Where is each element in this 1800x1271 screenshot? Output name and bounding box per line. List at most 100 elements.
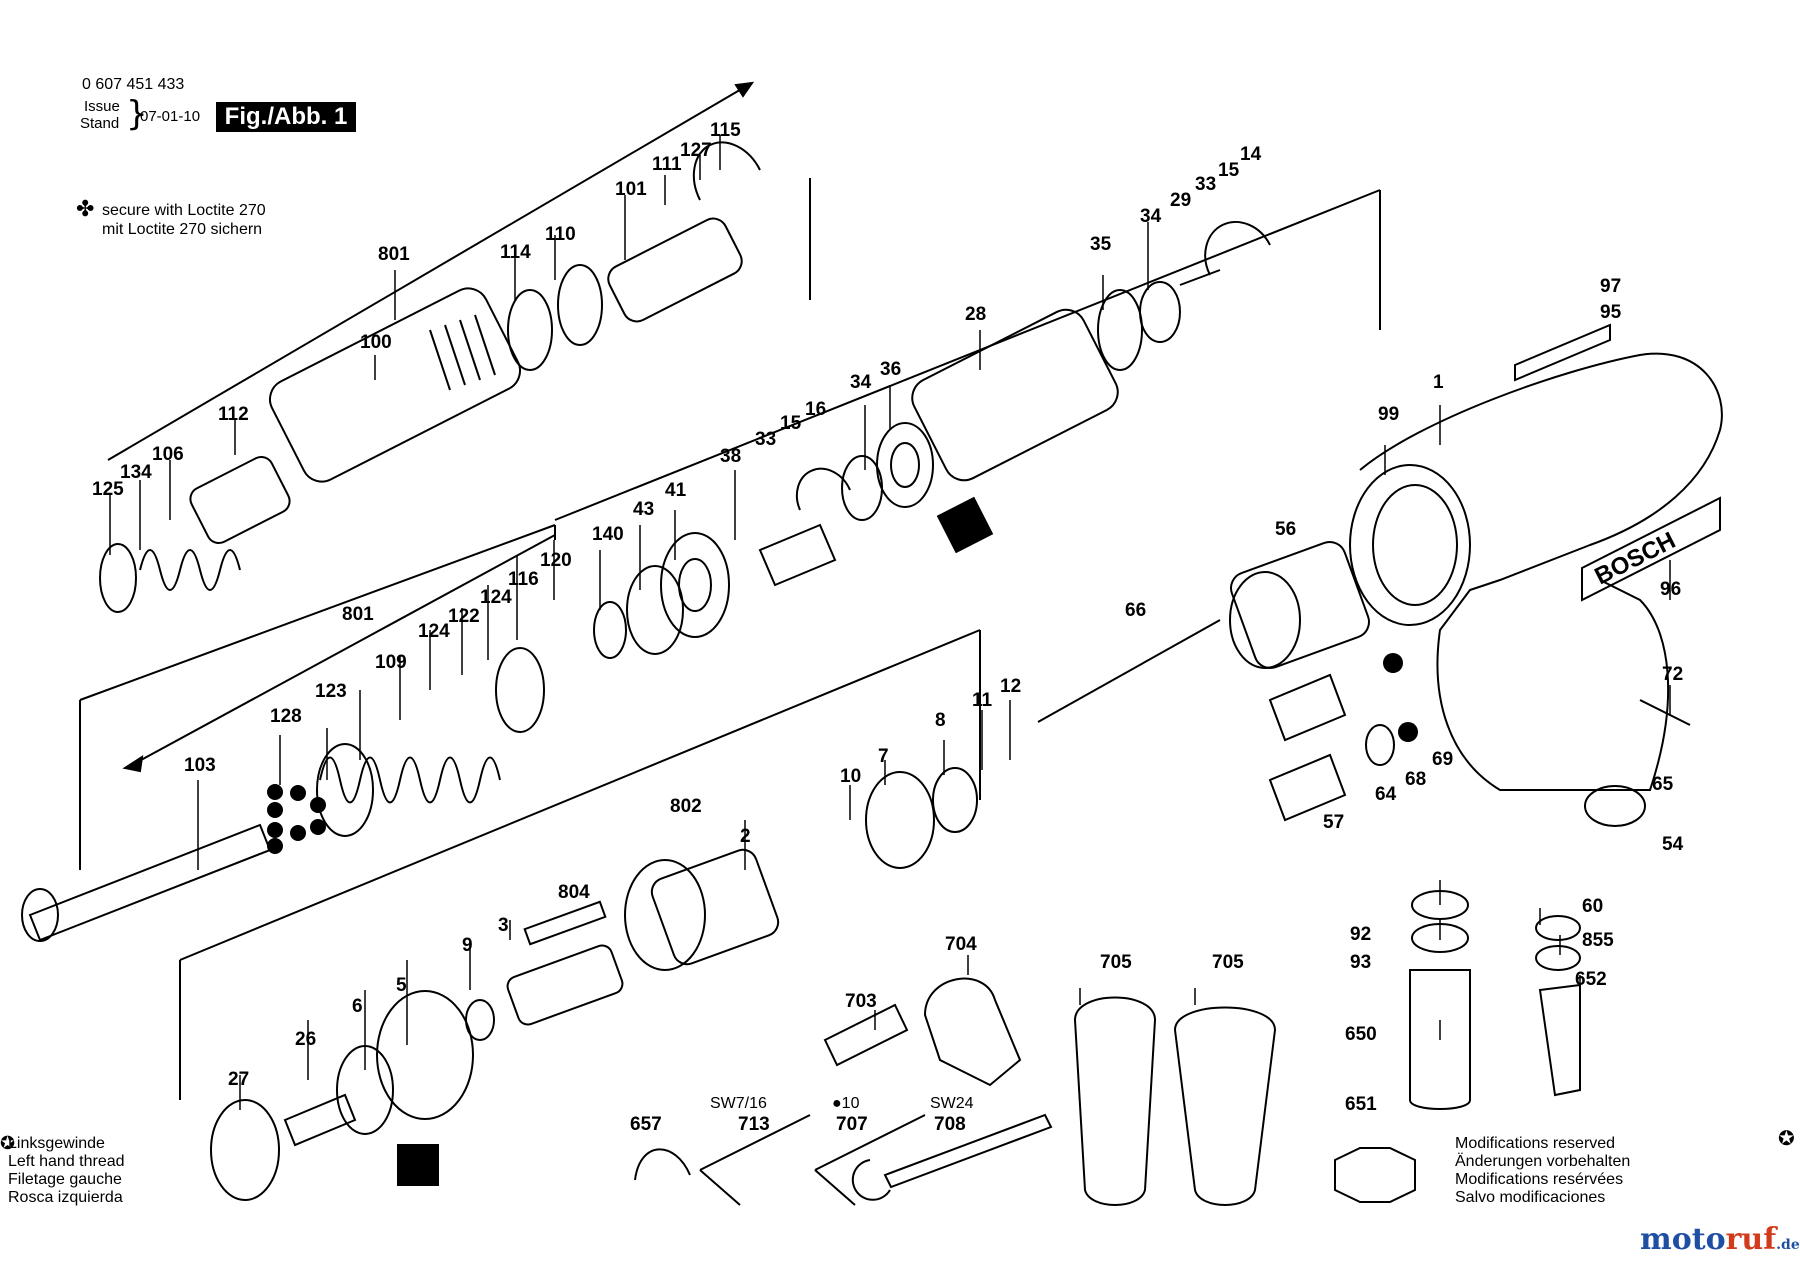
part-washer-34b — [1139, 281, 1181, 343]
part-ring-123 — [316, 743, 374, 837]
part-label-16: 16 — [805, 399, 826, 420]
part-label-29: 29 — [1170, 190, 1191, 211]
part-housing-cylinder — [269, 287, 521, 483]
modifications-line-1: Modifications reserved — [1455, 1135, 1616, 1152]
tool-annotation-sw24: SW24 — [930, 1095, 974, 1112]
part-label-855: 855 — [1582, 930, 1614, 951]
part-label-708: 708 — [934, 1114, 966, 1135]
part-label-111: 111 — [652, 154, 682, 175]
part-handle-705b — [1173, 1006, 1277, 1206]
part-label-707: 707 — [836, 1114, 868, 1135]
part-bearing-8 — [932, 767, 978, 833]
upper-axis-line — [107, 83, 751, 461]
part-label-705: 705 — [1100, 952, 1132, 973]
part-handle-705a — [1073, 996, 1157, 1206]
symbol-box-upper — [936, 496, 994, 554]
left-thread-symbol-right: ✪ — [1778, 1128, 1795, 1150]
part-clamp-704 — [923, 977, 1022, 1087]
part-label-92: 92 — [1350, 924, 1371, 945]
part-label-103: 103 — [184, 755, 216, 776]
part-shaft-101 — [607, 217, 743, 323]
part-label-96: 96 — [1660, 579, 1681, 600]
part-label-65: 65 — [1652, 774, 1674, 795]
part-label-127: 127 — [680, 140, 712, 161]
tool-annotation-sw716: SW7/16 — [710, 1095, 767, 1112]
part-plate-95 — [1514, 323, 1611, 382]
watermark: motoruf.de — [1640, 1222, 1800, 1257]
upper-axis-arrowhead — [734, 81, 755, 98]
part-cylinder-2 — [624, 859, 706, 971]
watermark-part-3: .de — [1776, 1237, 1800, 1253]
part-rotor-3 — [506, 944, 624, 1026]
part-valve-57 — [1268, 753, 1347, 822]
part-label-713: 713 — [738, 1114, 770, 1135]
part-label-11: 11 — [972, 690, 993, 711]
part-washer-27 — [210, 1099, 280, 1201]
part-label-69: 69 — [1432, 749, 1453, 770]
part-label-114: 114 — [500, 242, 531, 263]
part-spring-upper — [139, 549, 241, 591]
part-planet-carrier-38 — [758, 467, 851, 587]
stand-label: Stand — [80, 115, 120, 132]
part-label-6: 6 — [352, 996, 363, 1017]
part-plug-651 — [1334, 1147, 1416, 1203]
part-bearing-41-inner — [678, 558, 712, 612]
part-housing-bore-inner — [1372, 484, 1458, 606]
part-label-801: 801 — [378, 244, 410, 265]
part-nameplate-96 — [1581, 496, 1721, 602]
part-oring-64 — [1365, 724, 1395, 766]
brace-symbol: } — [126, 94, 148, 134]
part-label-100: 100 — [360, 332, 392, 353]
part-label-56: 56 — [1275, 519, 1296, 540]
part-label-34: 34 — [1140, 206, 1162, 227]
part-washer-34 — [841, 455, 883, 521]
part-label-41: 41 — [665, 480, 687, 501]
issue-label: Issue — [84, 98, 120, 115]
part-ring-35 — [1097, 289, 1143, 371]
part-valve-57b — [1268, 673, 1347, 742]
part-label-128: 128 — [270, 706, 302, 727]
middle-frame — [179, 629, 981, 1100]
part-label-12: 12 — [1000, 676, 1021, 697]
part-label-106: 106 — [152, 444, 184, 465]
part-sleeve-56-face — [1229, 571, 1301, 669]
part-label-704: 704 — [945, 934, 977, 955]
part-pinion-26 — [283, 1093, 357, 1147]
part-rod-66 — [1037, 619, 1221, 723]
part-nipple-703 — [823, 1003, 909, 1067]
part-spindle-end — [21, 888, 59, 942]
part-label-95: 95 — [1600, 302, 1622, 323]
part-label-657: 657 — [630, 1114, 662, 1135]
part-label-26: 26 — [295, 1029, 316, 1050]
part-label-2: 2 — [740, 826, 751, 847]
part-ring-114 — [507, 289, 553, 371]
part-oring-65 — [1584, 785, 1646, 827]
loctite-line-2: mit Loctite 270 sichern — [102, 221, 263, 238]
part-label-651: 651 — [1345, 1094, 1377, 1115]
left-thread-symbol: ✪ — [0, 1133, 16, 1153]
part-label-120: 120 — [540, 550, 572, 571]
part-sleeve-56 — [1230, 541, 1370, 669]
part-label-125: 125 — [92, 479, 124, 500]
leader-lines — [109, 135, 1671, 1110]
part-label-57: 57 — [1323, 812, 1344, 833]
part-gear-head — [692, 141, 761, 201]
part-label-804: 804 — [558, 882, 590, 903]
part-label-14: 14 — [1240, 144, 1262, 165]
part-label-60: 60 — [1582, 896, 1603, 917]
part-label-116: 116 — [508, 569, 539, 590]
part-endplate-7 — [865, 771, 935, 869]
part-spindle-103 — [28, 823, 272, 942]
part-label-99: 99 — [1378, 404, 1399, 425]
part-label-27: 27 — [228, 1069, 249, 1090]
figure-label: Fig./Abb. 1 — [216, 102, 356, 132]
loctite-symbol: ✤ — [76, 196, 95, 221]
part-label-652: 652 — [1575, 969, 1607, 990]
part-label-124: 124 — [480, 587, 512, 608]
part-vane-804 — [523, 900, 607, 946]
part-balls-128 — [267, 784, 326, 854]
tool-annotation-hex10: ●10 — [832, 1095, 860, 1112]
symbol-box-lower — [397, 1144, 439, 1186]
part-screen-60 — [1535, 915, 1581, 941]
part-label-54: 54 — [1662, 834, 1684, 855]
